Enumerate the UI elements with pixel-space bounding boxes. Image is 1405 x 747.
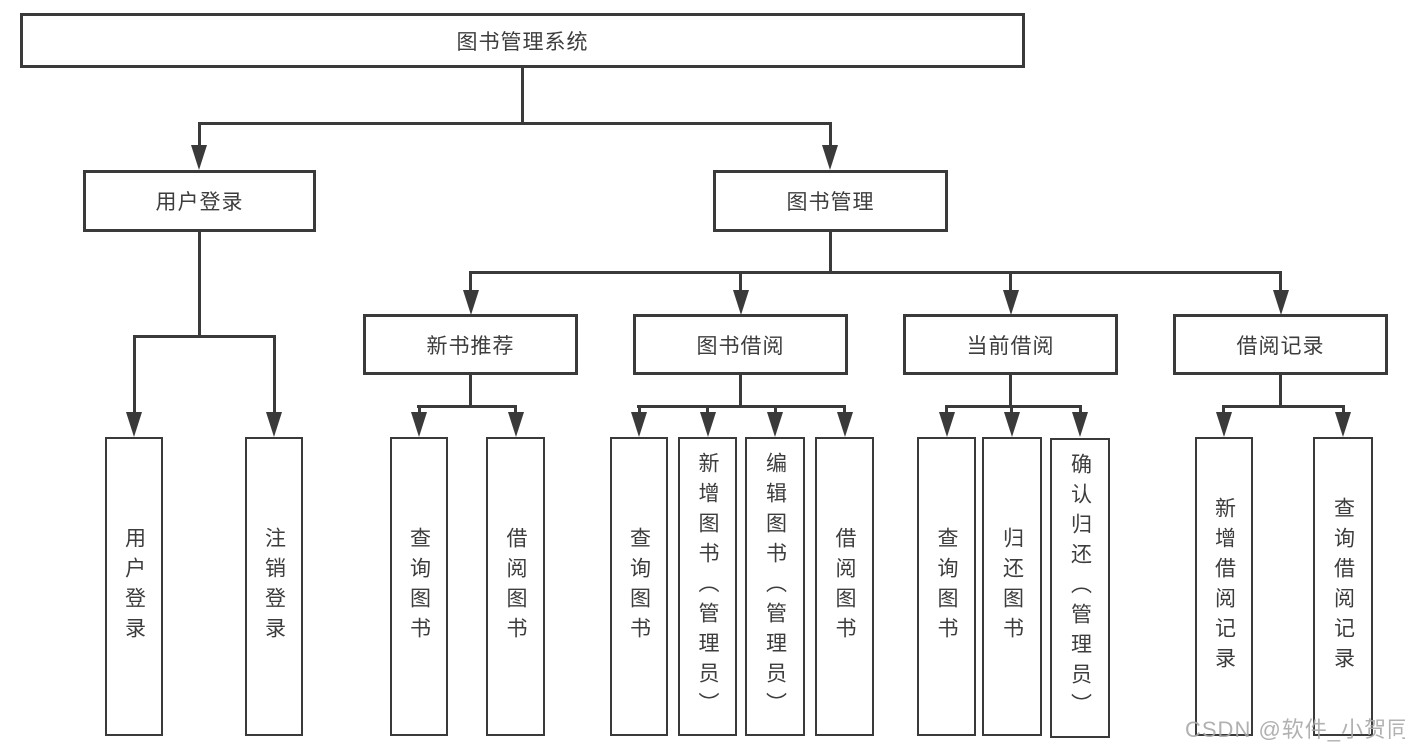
connector-line (273, 335, 276, 413)
leaf-current-query-books: 查询图书 (917, 437, 976, 736)
connector-line (829, 122, 832, 146)
connector-line (638, 405, 641, 414)
node-root: 图书管理系统 (20, 13, 1025, 68)
leaf-user-login-label: 用户登录 (122, 526, 146, 647)
csdn-watermark: CSDN @软件_小贺同学 (1185, 717, 1405, 742)
arrowhead-icon (1072, 412, 1088, 437)
arrowhead-icon (411, 412, 427, 437)
connector-line (774, 405, 777, 414)
arrowhead-icon (631, 412, 647, 437)
leaf-current-confirm-return-admin: 确认归还（管理员） (1050, 438, 1110, 738)
connector-line (739, 271, 742, 291)
connector-line (706, 405, 709, 414)
leaf-logout-label: 注销登录 (262, 526, 286, 647)
node-user-login-label: 用户登录 (155, 191, 244, 214)
arrowhead-icon (508, 412, 524, 437)
leaf-recommend-borrow-books: 借阅图书 (486, 437, 545, 736)
connector-line (1010, 405, 1013, 414)
leaf-recommend-query-books: 查询图书 (390, 437, 448, 736)
connector-line (521, 68, 524, 122)
connector-line (1279, 271, 1282, 291)
arrowhead-icon (1004, 412, 1020, 437)
connector-line (945, 405, 948, 414)
leaf-current-return-books-label: 归还图书 (1000, 526, 1024, 647)
leaf-borrow-query-books: 查询图书 (610, 437, 668, 736)
node-current-borrow: 当前借阅 (903, 314, 1118, 375)
arrowhead-icon (1216, 412, 1232, 437)
connector-line (514, 405, 517, 414)
arrowhead-icon (733, 290, 749, 315)
connector-line (469, 375, 472, 405)
leaf-borrow-borrow-books-label: 借阅图书 (833, 526, 857, 647)
node-book-management-label: 图书管理 (786, 191, 875, 214)
node-user-login: 用户登录 (83, 170, 316, 232)
node-new-book-recommend: 新书推荐 (363, 314, 578, 375)
arrowhead-icon (939, 412, 955, 437)
leaf-logout: 注销登录 (245, 437, 303, 736)
leaf-borrow-query-books-label: 查询图书 (627, 526, 651, 647)
arrowhead-icon (126, 412, 142, 437)
node-new-book-recommend-label: 新书推荐 (426, 334, 515, 358)
node-borrow-records-label: 借阅记录 (1236, 334, 1325, 358)
connector-line (945, 405, 1082, 408)
arrowhead-icon (1273, 290, 1289, 315)
connector-line (1079, 405, 1082, 414)
leaf-records-add-record-label: 新增借阅记录 (1212, 496, 1236, 677)
leaf-current-return-books: 归还图书 (982, 437, 1042, 736)
arrowhead-icon (837, 412, 853, 437)
arrowhead-icon (266, 412, 282, 437)
connector-line (739, 375, 742, 405)
node-current-borrow-label: 当前借阅 (966, 334, 1055, 358)
connector-line (469, 271, 1282, 274)
connector-line (417, 405, 517, 408)
arrowhead-icon (700, 412, 716, 437)
leaf-user-login: 用户登录 (105, 437, 163, 736)
connector-line (198, 122, 831, 125)
connector-line (637, 405, 846, 408)
leaf-records-query-record: 查询借阅记录 (1313, 437, 1373, 736)
arrowhead-icon (822, 145, 838, 170)
connector-line (133, 335, 276, 338)
leaf-borrow-add-books-admin-label: 新增图书（管理员） (696, 451, 720, 722)
connector-line (1009, 375, 1012, 405)
connector-line (1222, 405, 1344, 408)
connector-line (1342, 405, 1345, 414)
node-book-borrow-label: 图书借阅 (696, 334, 785, 358)
connector-line (418, 405, 421, 414)
leaf-recommend-borrow-books-label: 借阅图书 (504, 526, 528, 647)
node-borrow-records: 借阅记录 (1173, 314, 1388, 375)
connector-line (198, 232, 201, 335)
connector-line (133, 335, 136, 413)
connector-line (1279, 375, 1282, 405)
leaf-records-query-record-label: 查询借阅记录 (1331, 496, 1355, 677)
arrowhead-icon (767, 412, 783, 437)
connector-line (1009, 271, 1012, 291)
node-book-management: 图书管理 (713, 170, 948, 232)
arrowhead-icon (1335, 412, 1351, 437)
connector-line (469, 271, 472, 291)
node-book-borrow: 图书借阅 (633, 314, 848, 375)
arrowhead-icon (191, 145, 207, 170)
leaf-borrow-edit-books-admin-label: 编辑图书（管理员） (763, 451, 787, 722)
leaf-borrow-borrow-books: 借阅图书 (815, 437, 874, 736)
leaf-current-confirm-return-admin-label: 确认归还（管理员） (1068, 453, 1092, 723)
arrowhead-icon (1003, 290, 1019, 315)
connector-line (198, 122, 201, 146)
connector-line (829, 232, 832, 271)
node-root-label: 图书管理系统 (456, 30, 589, 54)
leaf-recommend-query-books-label: 查询图书 (407, 526, 431, 647)
leaf-borrow-add-books-admin: 新增图书（管理员） (678, 437, 737, 736)
leaf-current-query-books-label: 查询图书 (935, 526, 959, 647)
arrowhead-icon (463, 290, 479, 315)
connector-line (1222, 405, 1225, 414)
connector-line (843, 405, 846, 414)
leaf-borrow-edit-books-admin: 编辑图书（管理员） (745, 437, 805, 736)
leaf-records-add-record: 新增借阅记录 (1195, 437, 1253, 736)
